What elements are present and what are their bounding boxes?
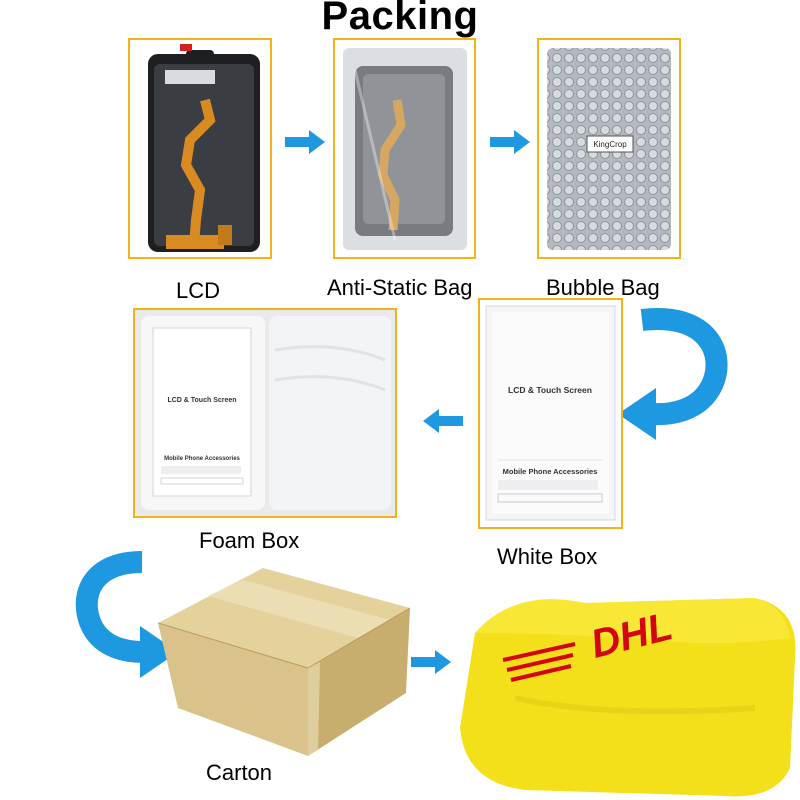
anti-static-bag-image-frame xyxy=(333,38,476,259)
box-subtitle-text: Mobile Phone Accessories xyxy=(503,467,598,476)
foam-box-subtitle-text: Mobile Phone Accessories xyxy=(164,456,240,462)
step-label-bubble-bag: Bubble Bag xyxy=(546,275,660,300)
box-title-text: LCD & Touch Screen xyxy=(508,385,592,395)
white-box-image-frame: LCD & Touch Screen Mobile Phone Accessor… xyxy=(478,298,623,529)
lcd-image-frame xyxy=(128,38,272,259)
bubble-bag-sticker-text: KingCrop xyxy=(593,140,627,149)
arrow-right-icon xyxy=(490,130,530,154)
arrow-right-icon xyxy=(285,130,325,154)
arrow-right-icon xyxy=(411,650,451,674)
u-turn-arrow-icon xyxy=(75,551,178,678)
foam-box-image-frame: LCD & Touch Screen Mobile Phone Accessor… xyxy=(133,308,397,518)
anti-static-bag-image xyxy=(343,48,467,250)
step-label-lcd: LCD xyxy=(176,278,221,303)
foam-box-image: LCD & Touch Screen Mobile Phone Accessor… xyxy=(135,310,395,516)
white-box-image: LCD & Touch Screen Mobile Phone Accessor… xyxy=(485,305,616,521)
page-title: Packing xyxy=(321,0,479,38)
bubble-bag-image-frame: KingCrop xyxy=(537,38,681,259)
step-label-carton: Carton xyxy=(206,760,273,785)
bubble-bag-image: KingCrop xyxy=(547,48,671,250)
arrow-left-icon xyxy=(423,409,463,433)
step-label-foam-box: Foam Box xyxy=(199,528,300,553)
step-label-anti-static-bag: Anti-Static Bag xyxy=(327,275,473,300)
carton-image xyxy=(158,568,411,756)
dhl-courier-bag-image: DHL xyxy=(460,598,796,797)
step-label-white-box: White Box xyxy=(497,544,598,569)
u-turn-arrow-icon xyxy=(618,308,728,440)
foam-box-title-text: LCD & Touch Screen xyxy=(167,397,236,404)
lcd-screen-image xyxy=(148,44,260,252)
